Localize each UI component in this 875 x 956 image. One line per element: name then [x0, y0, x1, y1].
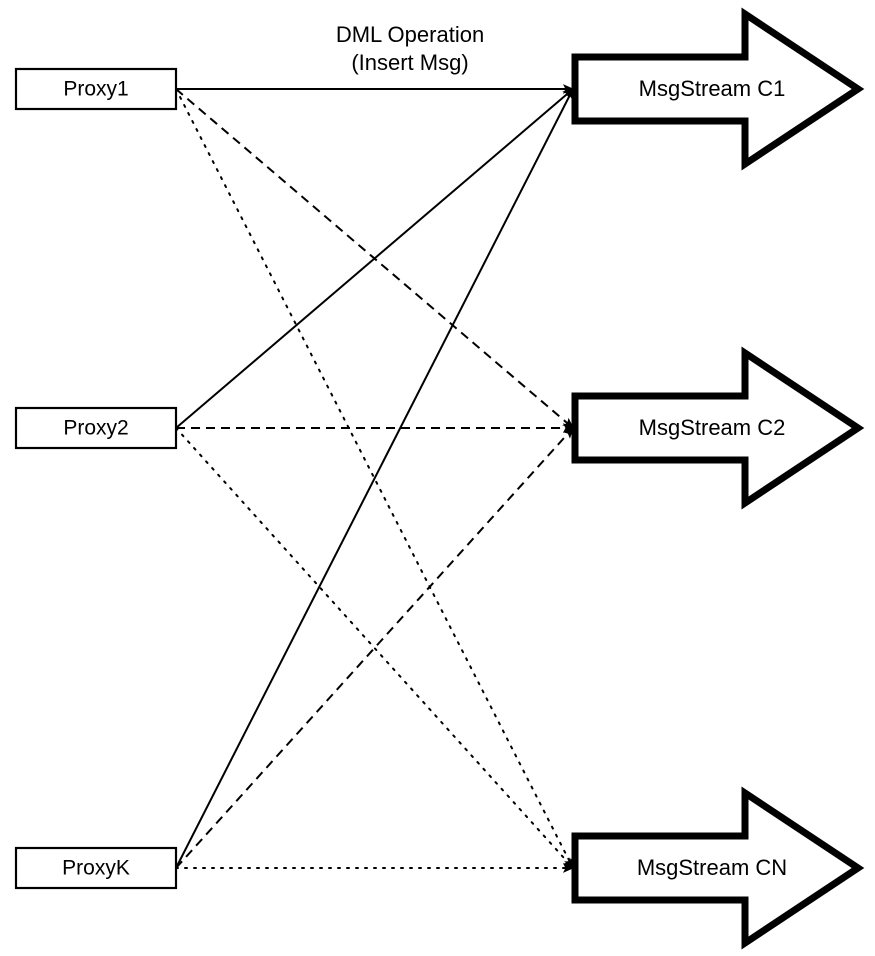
proxy-box-rect[interactable] — [14, 67, 178, 111]
proxy-box-rect[interactable] — [14, 846, 178, 890]
stream-node-c1[interactable]: MsgStream C1 — [571, 7, 865, 171]
connection-layer — [175, 84, 574, 873]
edge-caption-line2: (Insert Msg) — [351, 50, 468, 75]
connection-proxy2-to-c1[interactable] — [175, 88, 574, 429]
stream-label: MsgStream CN — [637, 855, 787, 880]
connection-proxy1-to-cn[interactable] — [175, 88, 574, 869]
stream-label: MsgStream C1 — [639, 76, 786, 101]
proxy-node-proxyk[interactable]: ProxyK — [14, 846, 178, 890]
edge-caption: DML Operation (Insert Msg) — [336, 22, 484, 75]
connection-proxyk-to-c1[interactable] — [175, 88, 574, 869]
edge-caption-line1: DML Operation — [336, 22, 484, 47]
stream-node-cn[interactable]: MsgStream CN — [571, 786, 865, 950]
connection-proxyk-to-c2[interactable] — [175, 427, 574, 869]
proxy-label: Proxy2 — [63, 417, 128, 440]
stream-node-c2[interactable]: MsgStream C2 — [571, 346, 865, 510]
block-arrow-icon[interactable] — [571, 786, 865, 950]
proxy-node-proxy1[interactable]: Proxy1 — [14, 67, 178, 111]
connection-proxy2-to-cn[interactable] — [175, 427, 574, 869]
block-arrow-icon[interactable] — [571, 346, 865, 510]
block-arrow-icon[interactable] — [571, 7, 865, 171]
stream-label: MsgStream C2 — [639, 415, 786, 440]
proxy-label: ProxyK — [62, 857, 130, 880]
proxy-node-proxy2[interactable]: Proxy2 — [14, 406, 178, 450]
proxy-label: Proxy1 — [63, 78, 128, 101]
proxy-box-rect[interactable] — [14, 406, 178, 450]
